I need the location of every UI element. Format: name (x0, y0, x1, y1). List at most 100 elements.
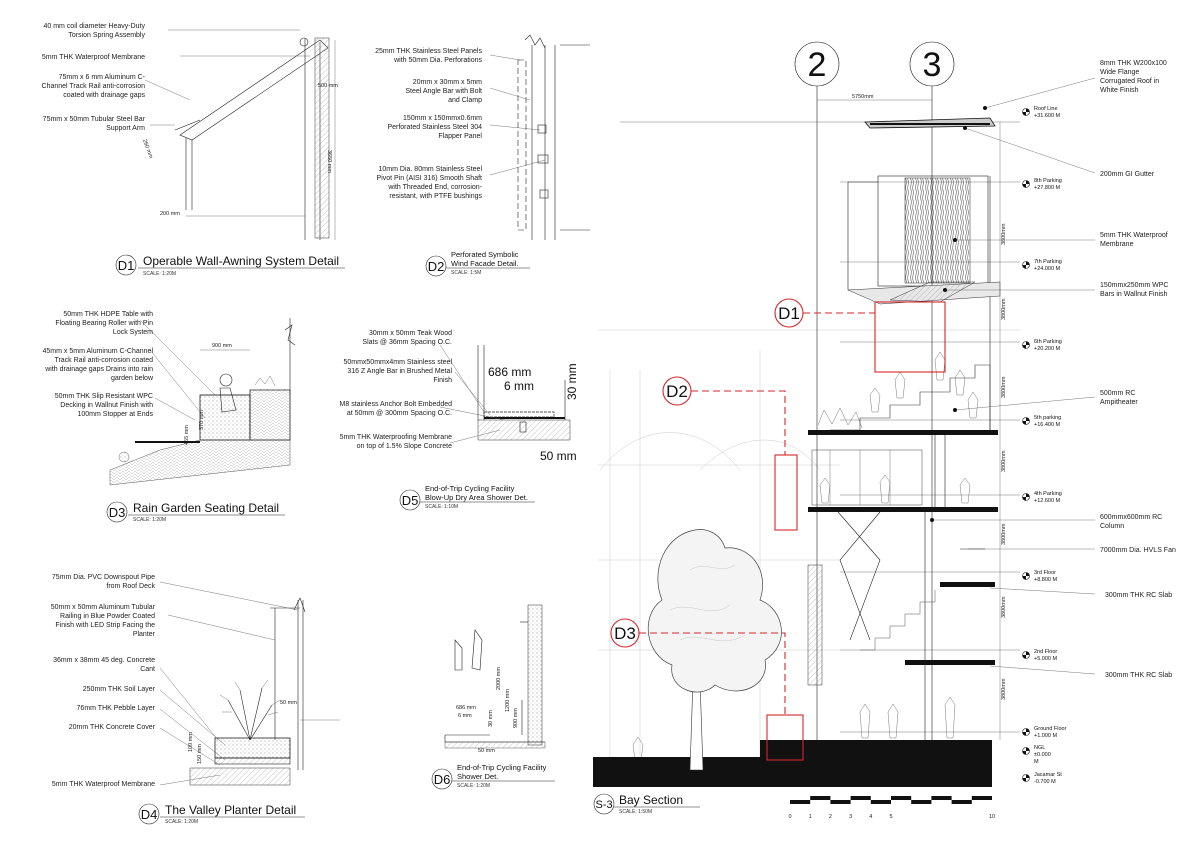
level-marker: 8th Parking+27.800 M (1022, 178, 1062, 191)
note-wpc: Bars in Wallnut Finish (1100, 291, 1168, 298)
scale-bar-label: 5 (889, 814, 892, 820)
d6-dim-2000: 2000 mm (496, 667, 502, 690)
level-elevation: +16.400 M (1034, 422, 1061, 428)
d5-title-line2: Blow-Up Dry Area Shower Det. (425, 493, 528, 502)
d3-scale: SCALE: 1:20M (133, 517, 166, 523)
level-elevation: +1.000 M (1034, 733, 1058, 739)
d2-note: and Clamp (448, 97, 482, 104)
d3-dim-455: 455 mm (184, 425, 190, 445)
detail-d2-facade: 25mm THK Stainless Steel Panels with 50m… (375, 34, 590, 277)
scale-bar-label: 2 (829, 814, 832, 820)
level-name: 2nd Floor (1034, 649, 1057, 655)
d1-note: Support Arm (106, 125, 145, 132)
level-marker: 3rd Floor+8.800 M (1022, 570, 1058, 583)
d4-note: Finish with LED Strip Facing the (55, 622, 155, 629)
d3-tag-circle (106, 501, 128, 523)
d6-scale: SCALE: 1:20M (457, 783, 490, 789)
d4-dim-150: 150 mm (197, 744, 203, 764)
level-name: 8th Parking (1034, 178, 1062, 184)
level-name: 5th parking (1034, 415, 1061, 421)
callout-d2: D2 (662, 376, 798, 531)
d3-person-head (219, 373, 233, 387)
d1-dim-260: 260 mm (141, 139, 154, 160)
storey-dim: 3800mm (1001, 298, 1007, 320)
d2-title-line1: Perforated Symbolic (451, 250, 519, 259)
grid-span: 5750mm (852, 94, 874, 100)
d2-title-line2: Wind Facade Detail. (451, 259, 519, 268)
d5-note: Finish (433, 377, 452, 384)
d6-dim-30: 30 mm (488, 710, 494, 727)
level-name: NGL (1034, 745, 1045, 751)
d4-note: 50mm x 50mm Aluminum Tubular (51, 604, 156, 611)
d5-dim-6: 6 mm (504, 379, 534, 393)
note-amph: 500mm RC (1100, 390, 1135, 397)
level-marker: Ground Floor+1.000 M (1022, 726, 1067, 739)
d4-note: Cant (140, 666, 155, 673)
d5-note: M8 stainless Anchor Bolt Embedded (340, 401, 453, 408)
scale-bar-segment (790, 800, 811, 804)
d5-title-line1: End-of-Trip Cycling Facility (425, 484, 515, 493)
d2-note: 25mm THK Stainless Steel Panels (375, 48, 482, 55)
d1-note: 75mm x 50mm Tubular Steel Bar (43, 116, 146, 123)
scale-bar-label: 0 (788, 814, 791, 820)
d1-note: 75mm x 6 mm Aluminum C- (59, 74, 146, 81)
scale-bar-segment (870, 800, 891, 804)
storey-dim: 3800mm (1001, 678, 1007, 700)
d2-note: Perforated Stainless Steel 304 (387, 124, 482, 131)
d2-note: resistant, with PTFE bushings (389, 193, 482, 200)
note-membrane: Membrane (1100, 241, 1134, 248)
d1-note: Torsion Spring Assembly (68, 32, 145, 39)
note-membrane: 5mm THK Waterproof (1100, 232, 1168, 239)
note-roof: White Finish (1100, 87, 1139, 94)
scale-bar-segment (850, 796, 871, 800)
grid-label-3: 3 (923, 46, 942, 84)
d1-dim-200: 200 mm (160, 211, 180, 217)
level-elevation: +24.000 M (1034, 266, 1061, 272)
d6-dim-50: 50 mm (478, 748, 495, 754)
d5-note: 316 Z Angle Bar in Brushed Metal (347, 368, 452, 375)
d5-scale: SCALE: 1:10M (425, 504, 458, 510)
d2-note: Flapper Panel (438, 133, 482, 140)
d6-tag-circle (431, 768, 453, 790)
level-marker: 4th Parking+12.600 M (1022, 491, 1062, 504)
storey-dim: 3800mm (1001, 376, 1007, 398)
d3-tag: D3 (109, 505, 126, 520)
d6-title-line1: End-of-Trip Cycling Facility (457, 763, 547, 772)
note-slab-b: 300mm THK RC Slab (1105, 672, 1172, 679)
note-roof: 8mm THK W200x100 (1100, 60, 1167, 67)
level-elevation: -0.700 M (1034, 779, 1056, 785)
d5-note: 5mm THK Waterproofing Membrane (340, 434, 453, 441)
d5-note: 30mm x 50mm Teak Wood (369, 330, 452, 337)
d1-dim-3650: 3650 mm (326, 150, 332, 173)
d4-dim-100: 100 mm (188, 732, 194, 752)
d1-dim-500: 500 mm (318, 83, 338, 89)
d3-note: Decking in Wallnut Finish with (60, 402, 153, 409)
d6-dim-900: 900 mm (513, 708, 519, 728)
level-elevation: +20.200 M (1034, 346, 1061, 352)
detail-d1-awning: 500 mm 3650 mm 200 mm 260 mm 40 mm coil … (42, 23, 345, 277)
d2-scale: SCALE: 1:5M (451, 270, 481, 276)
scale-bar-segment (971, 796, 992, 800)
level-elevation: +27.800 M (1034, 185, 1061, 191)
slab-3rd (940, 582, 995, 587)
d4-note: 76mm THK Pebble Layer (77, 705, 156, 712)
d3-note: 45mm x 5mm Aluminum C-Channel (43, 348, 154, 355)
d5-tag: D5 (402, 493, 419, 508)
d2-note: 20mm x 30mm x 5mm (413, 79, 482, 86)
d3-note: 100mm Stopper at Ends (78, 411, 154, 418)
level-marker: 7th Parking+24.000 M (1022, 259, 1062, 272)
level-elevation: +5.000 M (1034, 656, 1058, 662)
d5-note: at 50mm @ 300mm Spacing O.C. (347, 410, 452, 417)
tree (647, 529, 782, 771)
level-name: 7th Parking (1034, 259, 1062, 265)
d4-scale: SCALE: 1:20M (165, 819, 198, 825)
d5-dim-686: 686 mm (488, 365, 531, 379)
d1-title: Operable Wall-Awning System Detail (143, 254, 339, 268)
section-title: Bay Section (619, 793, 683, 807)
scale-bar-segment (951, 800, 972, 804)
d1-note: 5mm THK Waterproof Membrane (42, 54, 145, 61)
